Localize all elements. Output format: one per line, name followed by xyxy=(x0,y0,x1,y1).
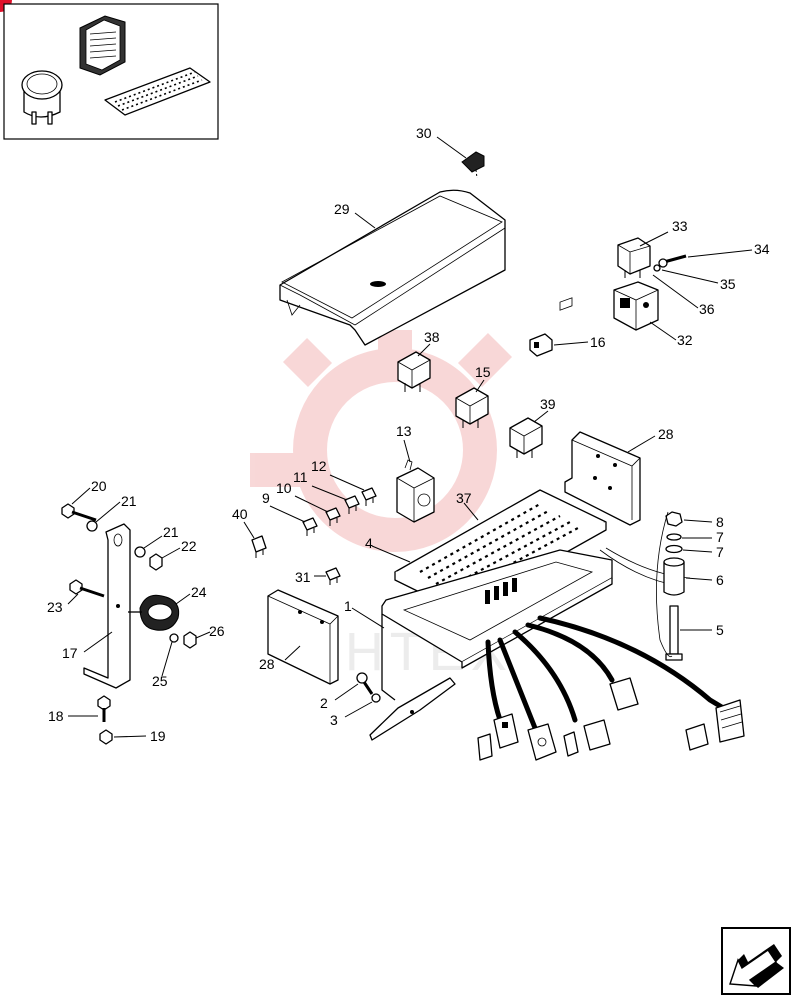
fuse-31 xyxy=(325,567,341,585)
bracket-32 xyxy=(613,281,659,331)
callout-13: 13 xyxy=(396,423,412,439)
callout-18: 18 xyxy=(48,708,64,724)
washer-7-bottom xyxy=(665,544,683,554)
callout-17: 17 xyxy=(62,645,78,661)
knob-part xyxy=(461,151,485,179)
bracket-28-right xyxy=(564,431,641,526)
nut-22 xyxy=(149,553,163,571)
callout-1: 1 xyxy=(344,598,352,614)
callout-33: 33 xyxy=(672,218,688,234)
spacer-6 xyxy=(663,557,685,596)
clamp-24 xyxy=(128,594,180,631)
callout-31: 31 xyxy=(295,569,311,585)
callout-28-right: 28 xyxy=(658,426,674,442)
washer-3 xyxy=(371,693,381,703)
callout-20: 20 xyxy=(91,478,107,494)
callout-28-left: 28 xyxy=(259,656,275,672)
bolt-18 xyxy=(97,695,111,722)
side-plate xyxy=(369,677,456,741)
callout-23: 23 xyxy=(47,599,63,615)
fuse-40 xyxy=(251,535,267,558)
callout-2: 2 xyxy=(320,695,328,711)
callout-36: 36 xyxy=(699,301,715,317)
fuse-board-icon xyxy=(104,67,211,116)
callout-15: 15 xyxy=(475,364,491,380)
fuse-12 xyxy=(361,487,377,506)
callout-9: 9 xyxy=(262,490,270,506)
arrow-left-icon[interactable] xyxy=(721,927,791,995)
relay-39 xyxy=(509,417,543,458)
relay-box-icon xyxy=(79,15,126,76)
callout-7-top: 7 xyxy=(716,529,724,545)
nut-26 xyxy=(183,631,197,649)
callout-24: 24 xyxy=(191,584,207,600)
bolt-23 xyxy=(69,579,105,598)
gauge-icon xyxy=(21,70,63,125)
callout-8: 8 xyxy=(716,514,724,530)
washer-21-mid xyxy=(134,546,146,558)
callout-16: 16 xyxy=(590,334,606,350)
callout-11: 11 xyxy=(293,469,308,485)
callout-37: 37 xyxy=(456,490,472,506)
cover-part xyxy=(279,189,506,346)
bolt-20 xyxy=(61,503,97,522)
callout-7-bottom: 7 xyxy=(716,544,724,560)
washer-21-top xyxy=(86,520,98,532)
callout-38: 38 xyxy=(424,329,440,345)
bolt-5 xyxy=(665,605,683,661)
fuse-11 xyxy=(344,495,360,514)
washer-35 xyxy=(653,264,661,272)
callout-labels: 30 29 33 34 35 36 32 16 38 15 39 28 13 1… xyxy=(47,125,770,744)
callout-21-mid: 21 xyxy=(163,524,179,540)
harness-connectors xyxy=(477,677,745,761)
bracket-28-left xyxy=(267,589,339,685)
callout-25: 25 xyxy=(152,673,168,689)
callout-39: 39 xyxy=(540,396,556,412)
callout-34: 34 xyxy=(754,241,770,257)
relay-38 xyxy=(397,351,431,392)
callout-26: 26 xyxy=(209,623,225,639)
fuse-10 xyxy=(325,507,341,526)
fuse-9 xyxy=(302,517,318,536)
callout-22: 22 xyxy=(181,538,197,554)
callout-3: 3 xyxy=(330,712,338,728)
bracket-17 xyxy=(83,523,131,689)
callout-19: 19 xyxy=(150,728,166,744)
callout-5: 5 xyxy=(716,622,724,638)
callout-29: 29 xyxy=(334,201,350,217)
callout-10: 10 xyxy=(276,480,292,496)
relay-33 xyxy=(617,237,651,278)
callout-12: 12 xyxy=(311,458,327,474)
washer-7-top xyxy=(666,533,682,541)
nut-19 xyxy=(99,729,113,745)
wire-harness xyxy=(485,547,733,731)
callout-30: 30 xyxy=(416,125,432,141)
callout-4: 4 xyxy=(365,535,373,551)
nut-8 xyxy=(665,511,683,527)
washer-25 xyxy=(169,633,179,643)
relay-15 xyxy=(455,387,489,428)
flasher-13 xyxy=(396,459,435,523)
callout-6: 6 xyxy=(716,572,724,588)
connector-16 xyxy=(529,333,553,357)
callout-35: 35 xyxy=(720,276,736,292)
callout-21-top: 21 xyxy=(121,493,137,509)
bolt-2 xyxy=(356,672,374,695)
screw-34 xyxy=(658,254,687,268)
callout-32: 32 xyxy=(677,332,693,348)
inset-thumbnail xyxy=(3,3,219,140)
callout-40: 40 xyxy=(232,506,248,522)
